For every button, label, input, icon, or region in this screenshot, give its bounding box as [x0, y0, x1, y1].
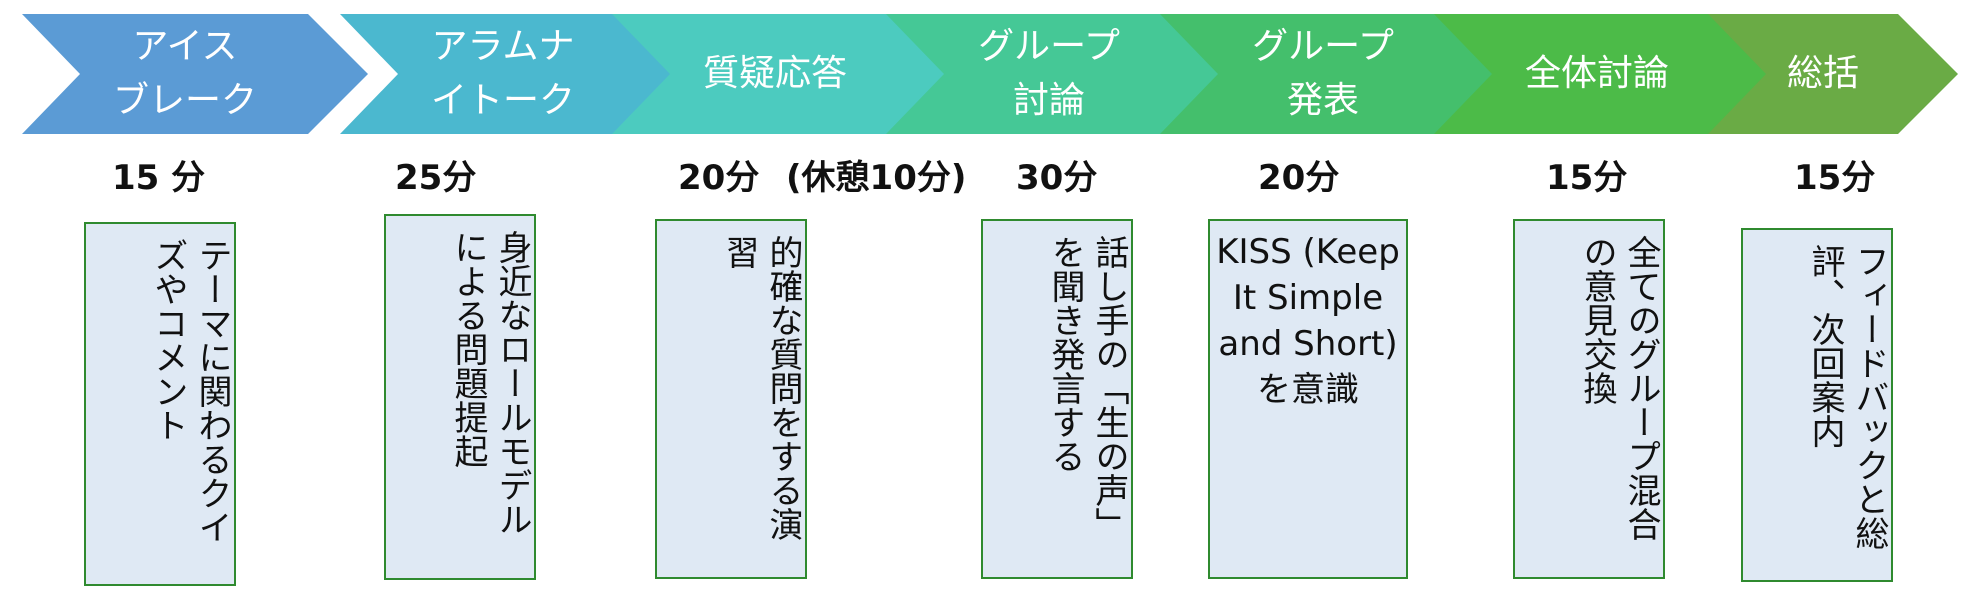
step-label: 全体討論: [1524, 53, 1669, 94]
chevron-shape: [22, 14, 368, 134]
step-label: 質疑応答: [702, 53, 847, 94]
detail-box-qa: 的確な質問をする演習: [655, 219, 807, 579]
detail-text: 身近なロールモデルによる問題提起: [448, 230, 532, 536]
step-label: グループ 発表: [1252, 26, 1394, 121]
detail-box-group-discussion: 話し手の「生の声」を聞き発言する: [981, 219, 1133, 579]
break-duration: (休憩10分): [786, 158, 967, 198]
duration-group-discussion: 30分: [1016, 158, 1098, 198]
detail-text: テーマに関わるクイズやコメント: [148, 238, 232, 544]
chevron-shape: [1434, 14, 1780, 134]
detail-text: フィードバックと総評、次回案内: [1805, 244, 1889, 550]
detail-box-group-presentation: KISS (Keep It Simple and Short)を意識: [1208, 219, 1408, 579]
step-chevron-alumni-talk: アラムナ イトーク: [340, 14, 686, 134]
detail-box-plenary-discussion: 全てのグループ混合の意見交換: [1513, 219, 1665, 579]
detail-box-ice-break: テーマに関わるクイズやコメント: [84, 222, 236, 586]
step-chevron-ice-break: アイス ブレーク: [22, 14, 368, 134]
step-chevron-group-discussion: グループ 討論: [886, 14, 1232, 134]
duration-group-presentation: 20分: [1258, 158, 1340, 198]
duration-ice-break: 15 分: [112, 158, 206, 198]
detail-text: 話し手の「生の声」を聞き発言する: [1045, 235, 1129, 541]
detail-text: 全てのグループ混合の意見交換: [1577, 235, 1661, 541]
step-chevron-group-presentation: グループ 発表: [1160, 14, 1506, 134]
step-label: 総括: [1786, 53, 1859, 94]
detail-text: 的確な質問をする演習: [719, 235, 803, 541]
chevron-shape: [1160, 14, 1506, 134]
step-chevron-summary: 総括: [1708, 14, 1958, 134]
step-chevron-qa: 質疑応答: [612, 14, 958, 134]
detail-box-alumni-talk: 身近なロールモデルによる問題提起: [384, 214, 536, 580]
step-label: アイス ブレーク: [112, 26, 257, 121]
detail-text: KISS (Keep It Simple and Short)を意識: [1216, 232, 1400, 410]
duration-plenary-discussion: 15分: [1546, 158, 1628, 198]
chevron-shape: [612, 14, 958, 134]
step-label: グループ 討論: [978, 26, 1120, 121]
chevron-shape: [886, 14, 1232, 134]
duration-summary: 15分: [1794, 158, 1876, 198]
duration-qa: 20分: [678, 158, 760, 198]
detail-box-summary: フィードバックと総評、次回案内: [1741, 228, 1893, 582]
chevron-shape: [1708, 14, 1958, 134]
step-label: アラムナ イトーク: [430, 26, 575, 121]
duration-alumni-talk: 25分: [395, 158, 477, 198]
step-chevron-plenary-discussion: 全体討論: [1434, 14, 1780, 134]
chevron-shape: [340, 14, 686, 134]
